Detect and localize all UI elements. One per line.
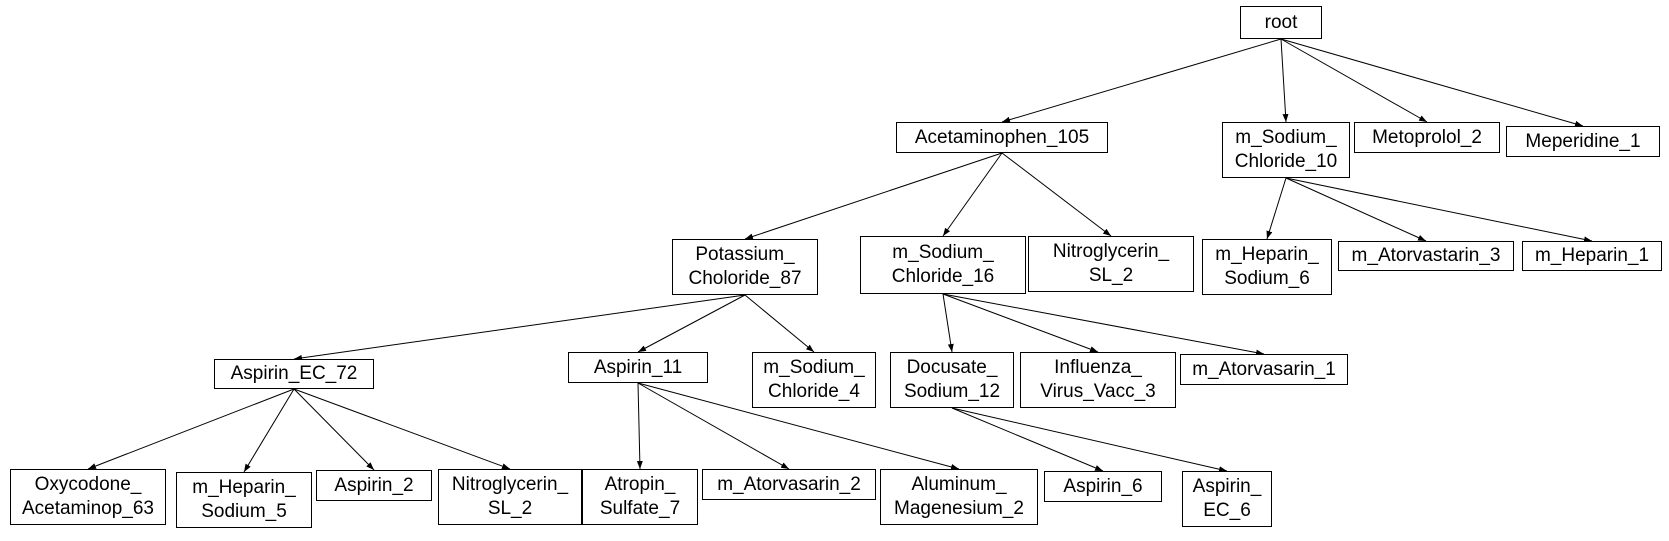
node-label: Chloride_10 bbox=[1234, 151, 1338, 172]
node-label: Nitroglycerin_ bbox=[1052, 241, 1170, 262]
node-atropin-sulfate-7: Atropin_ Sulfate_7 bbox=[582, 469, 698, 525]
edge-potassium-choloride-87-to-aspirin-ec-72 bbox=[293, 294, 746, 361]
edge-root-to-m-sodium-chloride-10 bbox=[1280, 38, 1289, 123]
node-oxycodone-acetaminop-63: Oxycodone_ Acetaminop_63 bbox=[10, 469, 166, 525]
edge-acetaminophen-105-to-potassium-choloride-87 bbox=[744, 152, 1003, 240]
node-label: Aspirin_6 bbox=[1063, 475, 1143, 497]
node-label: Sodium_5 bbox=[201, 501, 287, 522]
node-label: Magenesium_2 bbox=[894, 498, 1024, 519]
edge-docusate-sodium-12-to-aspirin-6 bbox=[951, 407, 1104, 472]
edge-m-sodium-chloride-10-to-m-heparin-1 bbox=[1285, 177, 1593, 243]
edge-root-to-meperidine-1 bbox=[1280, 38, 1584, 127]
node-aluminum-magenesium-2: Aluminum_ Magenesium_2 bbox=[880, 469, 1038, 525]
node-label: SL_2 bbox=[1088, 265, 1134, 286]
node-label: m_Heparin_1 bbox=[1534, 245, 1650, 266]
node-m-heparin-sodium-6: m_Heparin_ Sodium_6 bbox=[1202, 239, 1332, 295]
node-acetaminophen-105: Acetaminophen_105 bbox=[896, 122, 1108, 153]
node-label: Aspirin_2 bbox=[334, 474, 414, 496]
node-label: SL_2 bbox=[487, 498, 533, 519]
node-label: Metoprolol_2 bbox=[1372, 126, 1482, 148]
node-m-heparin-sodium-5: m_Heparin_ Sodium_5 bbox=[176, 472, 312, 528]
node-metoprolol-2: Metoprolol_2 bbox=[1354, 122, 1500, 153]
edge-aspirin-ec-72-to-nitroglycerin-sl-2-b bbox=[293, 388, 511, 470]
edge-m-sodium-chloride-16-to-influenza-virus-vacc-3 bbox=[942, 293, 1099, 353]
node-label: Influenza_ bbox=[1054, 357, 1142, 378]
node-label: Chloride_16 bbox=[891, 266, 995, 287]
node-aspirin-2: Aspirin_2 bbox=[316, 470, 432, 501]
edge-m-sodium-chloride-16-to-m-atorvasarin-1 bbox=[942, 293, 1265, 356]
node-label: Chloride_4 bbox=[768, 381, 860, 402]
node-label: Atropin_ bbox=[604, 474, 676, 495]
node-label: Aluminum_ bbox=[911, 474, 1007, 495]
node-nitroglycerin-sl-2-b: Nitroglycerin_ SL_2 bbox=[438, 469, 582, 525]
node-nitroglycerin-sl-2-a: Nitroglycerin_ SL_2 bbox=[1028, 236, 1194, 292]
node-label: m_Sodium_ bbox=[763, 357, 865, 378]
node-label: Aspirin_ bbox=[1192, 476, 1262, 497]
edge-acetaminophen-105-to-m-sodium-chloride-16 bbox=[942, 152, 1003, 237]
node-label: Aspirin_EC_72 bbox=[230, 363, 358, 384]
node-label: EC_6 bbox=[1203, 500, 1251, 521]
node-meperidine-1: Meperidine_1 bbox=[1506, 126, 1660, 157]
edge-aspirin-11-to-m-atorvasarin-2 bbox=[637, 382, 790, 470]
edge-docusate-sodium-12-to-aspirin-ec-6 bbox=[951, 407, 1228, 473]
edge-m-sodium-chloride-16-to-docusate-sodium-12 bbox=[942, 293, 954, 353]
node-m-atorvastarin-3: m_Atorvastarin_3 bbox=[1338, 241, 1514, 271]
node-m-sodium-chloride-10: m_Sodium_ Chloride_10 bbox=[1222, 122, 1350, 178]
node-aspirin-11: Aspirin_11 bbox=[568, 352, 708, 383]
edge-potassium-choloride-87-to-m-sodium-chloride-4 bbox=[744, 294, 815, 353]
edge-aspirin-ec-72-to-oxycodone-acetaminop-63 bbox=[87, 388, 295, 470]
node-label: Virus_Vacc_3 bbox=[1040, 381, 1156, 402]
node-m-sodium-chloride-4: m_Sodium_ Chloride_4 bbox=[752, 352, 876, 408]
edge-acetaminophen-105-to-nitroglycerin-sl-2-a bbox=[1001, 152, 1112, 237]
edge-potassium-choloride-87-to-aspirin-11 bbox=[637, 294, 746, 353]
node-label: m_Heparin_ bbox=[192, 477, 296, 498]
node-label: Sodium_12 bbox=[903, 381, 1001, 402]
node-docusate-sodium-12: Docusate_ Sodium_12 bbox=[890, 352, 1014, 408]
node-label: m_Atorvasarin_1 bbox=[1192, 358, 1336, 380]
node-label: root bbox=[1264, 11, 1298, 33]
edge-root-to-acetaminophen-105 bbox=[1001, 38, 1282, 123]
node-label: Oxycodone_ bbox=[34, 474, 142, 495]
node-aspirin-ec-72: Aspirin_EC_72 bbox=[214, 359, 374, 389]
node-root: root bbox=[1240, 6, 1322, 39]
node-m-heparin-1: m_Heparin_1 bbox=[1522, 241, 1662, 271]
node-label: m_Atorvasarin_2 bbox=[717, 473, 861, 495]
node-label: Acetaminop_63 bbox=[21, 498, 155, 519]
node-label: Aspirin_11 bbox=[593, 356, 683, 378]
edge-m-sodium-chloride-10-to-m-heparin-sodium-6 bbox=[1266, 177, 1287, 240]
node-m-atorvasarin-1: m_Atorvasarin_1 bbox=[1180, 354, 1348, 385]
node-label: m_Heparin_ bbox=[1215, 244, 1319, 265]
node-potassium-choloride-87: Potassium_ Choloride_87 bbox=[672, 239, 818, 295]
edge-aspirin-11-to-atropin-sulfate-7 bbox=[636, 382, 643, 470]
edge-aspirin-11-to-aluminum-magenesium-2 bbox=[637, 382, 960, 470]
edge-root-to-metoprolol-2 bbox=[1280, 38, 1428, 123]
node-m-sodium-chloride-16: m_Sodium_ Chloride_16 bbox=[860, 236, 1026, 294]
node-aspirin-6: Aspirin_6 bbox=[1044, 471, 1162, 502]
node-label: Docusate_ bbox=[906, 357, 998, 378]
node-influenza-virus-vacc-3: Influenza_ Virus_Vacc_3 bbox=[1020, 352, 1176, 408]
node-label: m_Sodium_ bbox=[892, 242, 994, 263]
node-label: Sulfate_7 bbox=[599, 498, 681, 519]
edge-aspirin-ec-72-to-m-heparin-sodium-5 bbox=[243, 388, 295, 473]
node-label: Meperidine_1 bbox=[1525, 130, 1641, 152]
node-label: Choloride_87 bbox=[688, 268, 802, 289]
node-label: Nitroglycerin_ bbox=[451, 474, 569, 495]
node-label: m_Atorvastarin_3 bbox=[1351, 245, 1501, 266]
node-label: m_Sodium_ bbox=[1235, 127, 1337, 148]
node-label: Potassium_ bbox=[695, 244, 795, 265]
node-m-atorvasarin-2: m_Atorvasarin_2 bbox=[702, 469, 876, 500]
node-label: Acetaminophen_105 bbox=[914, 126, 1090, 148]
edge-aspirin-ec-72-to-aspirin-2 bbox=[293, 388, 375, 471]
node-label: Sodium_6 bbox=[1224, 268, 1310, 289]
edge-m-sodium-chloride-10-to-m-atorvastarin-3 bbox=[1285, 177, 1427, 242]
node-aspirin-ec-6: Aspirin_ EC_6 bbox=[1182, 471, 1272, 527]
